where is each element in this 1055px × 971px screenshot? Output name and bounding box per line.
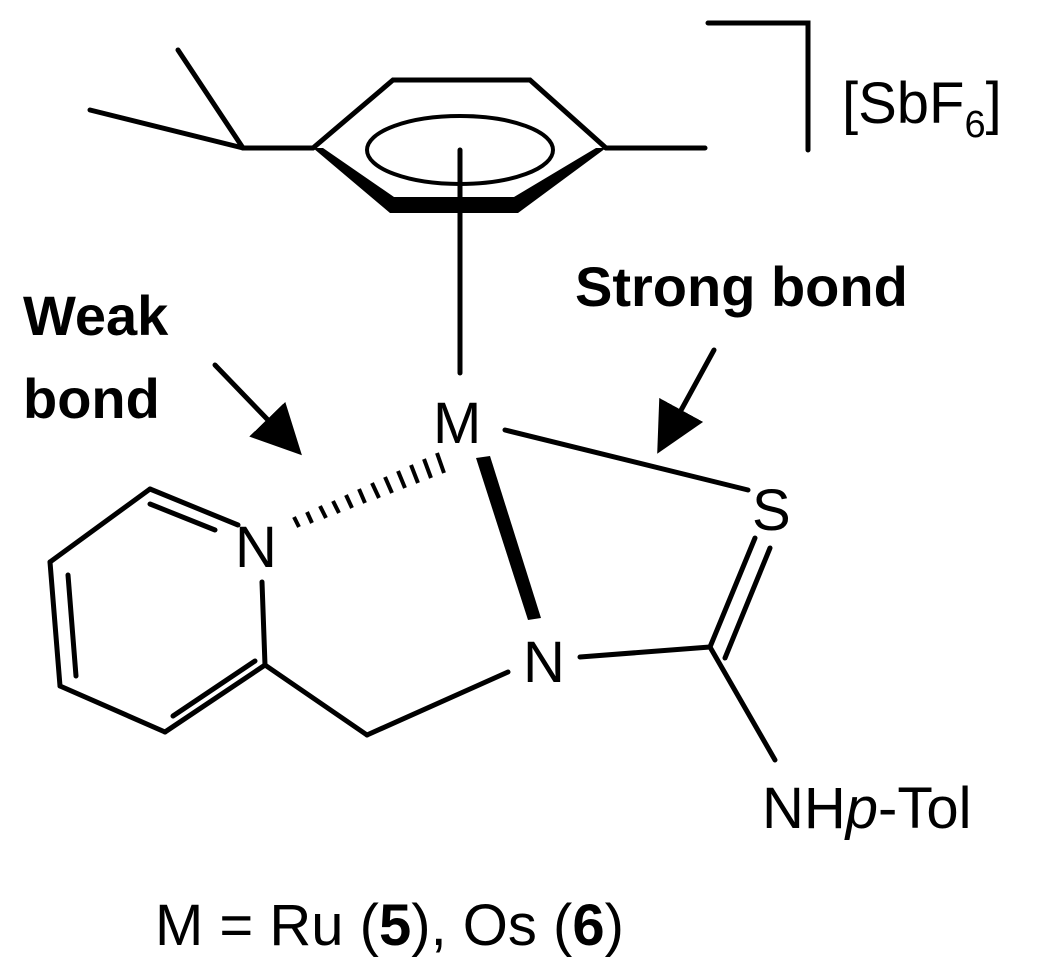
metal-label: M <box>433 391 481 456</box>
isopropyl-group <box>87 47 316 151</box>
ch2-bond-1 <box>262 662 370 738</box>
wedge-bond-m-n <box>476 456 541 620</box>
strong-bond-arrow <box>657 347 717 454</box>
c-s-double-bond-b <box>722 545 773 661</box>
hashed-bond-m-npy <box>292 452 446 528</box>
strong-bond-label: Strong bond <box>575 255 908 318</box>
weak-bond-arrow <box>212 362 302 456</box>
amine-label: NHp-Tol <box>762 776 972 841</box>
c-n-amine-bond <box>707 644 778 763</box>
c-s-double-bond-a <box>707 535 758 650</box>
amide-n-label: N <box>523 630 565 695</box>
counterion-label: [SbF6] <box>842 71 1002 146</box>
weak-bond-label-line1: Weak <box>23 284 169 347</box>
pyridine-n-label: N <box>235 515 277 580</box>
metal-sulfur-bond <box>502 427 751 493</box>
caption: M = Ru (5), Os (6) <box>155 893 624 958</box>
pyridine-ring <box>47 486 268 735</box>
n-c-bond <box>577 644 713 660</box>
ch2-bond-2 <box>364 669 511 738</box>
cation-bracket <box>705 20 811 153</box>
sulfur-label: S <box>752 478 791 543</box>
weak-bond-label-line2: bond <box>23 367 160 430</box>
arene-front-edge <box>313 148 606 213</box>
